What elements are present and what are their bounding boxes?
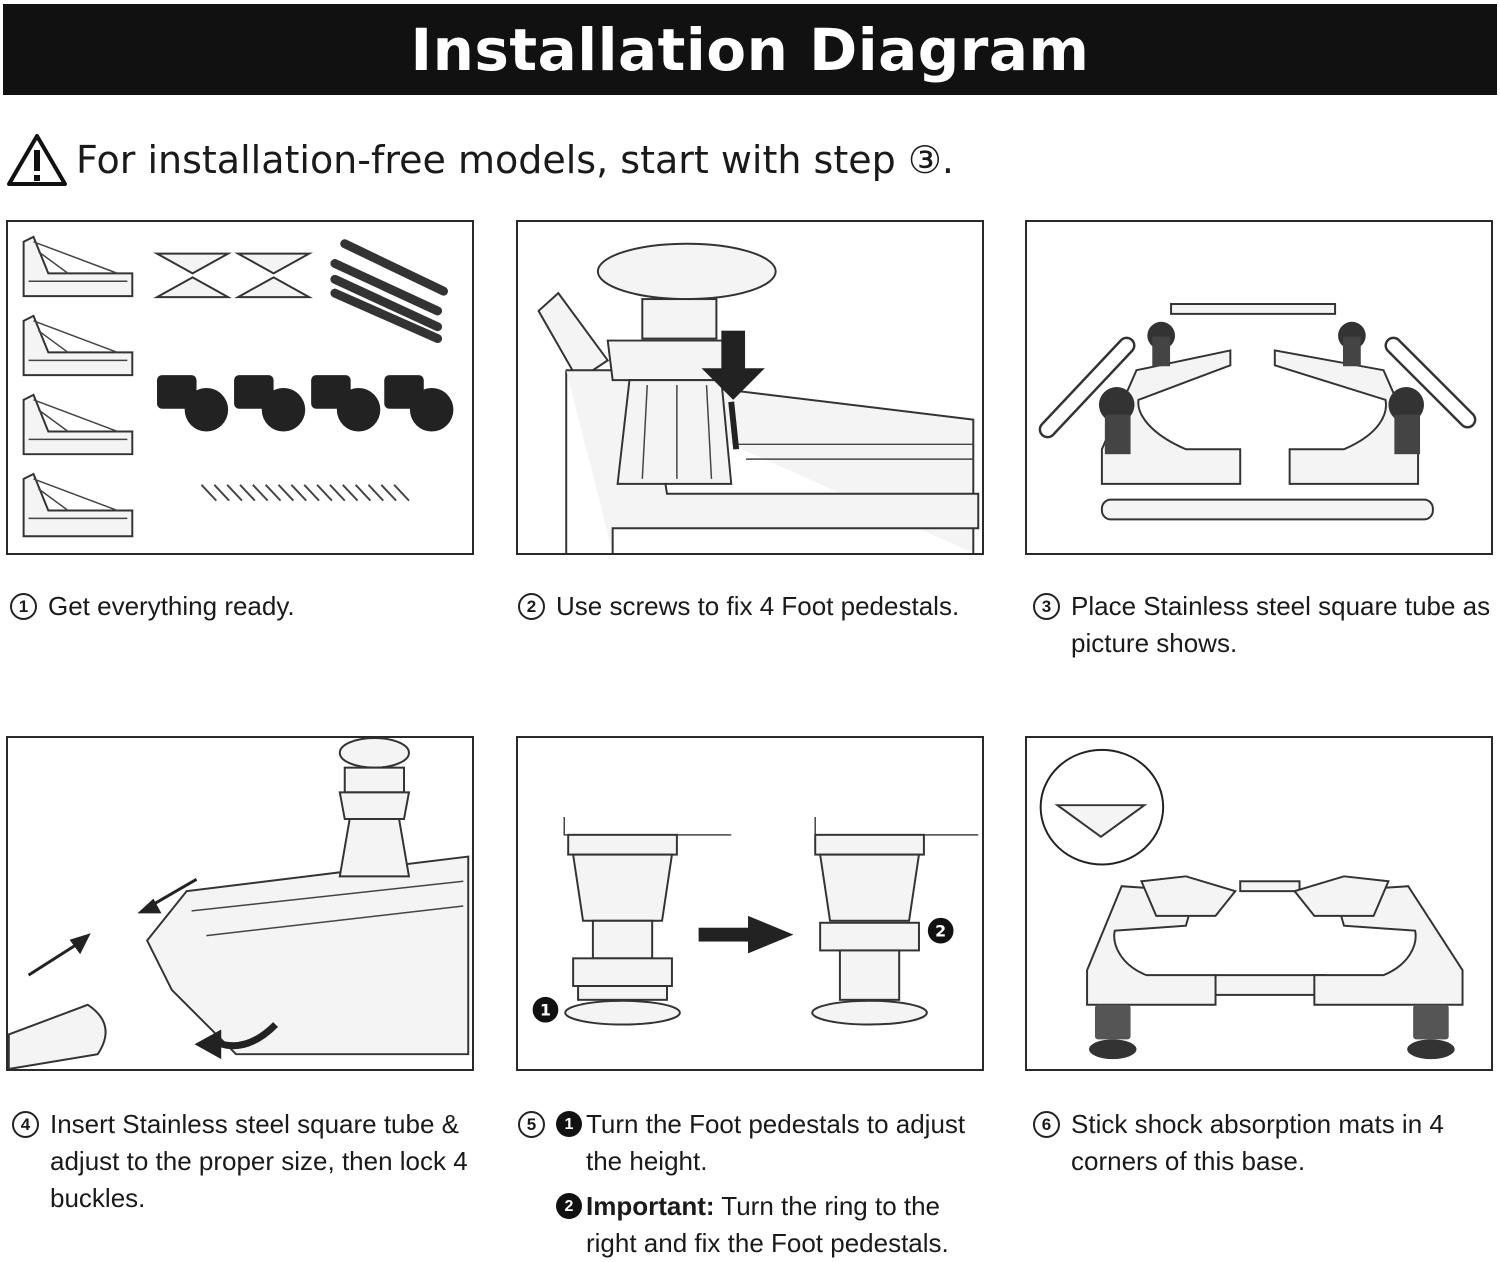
step-2-caption: 2 Use screws to fix 4 Foot pedestals. — [518, 588, 988, 625]
arrow-right-icon — [698, 915, 794, 954]
base-frame-icon — [145, 855, 470, 1056]
marker-2-icon: 2 — [927, 917, 954, 944]
steel-tube-icon — [1100, 498, 1434, 521]
step-1-image — [6, 220, 474, 555]
step-number: 4 — [12, 1111, 39, 1138]
step-5-image: 1 2 — [516, 736, 984, 1071]
header-banner: Installation Diagram — [3, 4, 1497, 95]
step-4-image — [6, 736, 474, 1071]
warning-icon — [7, 134, 67, 186]
screw-icon — [728, 401, 740, 450]
step-number: 6 — [1033, 1111, 1060, 1138]
step-text: Get everything ready. — [48, 591, 295, 621]
step-3-image — [1025, 220, 1493, 555]
screws-icon — [200, 484, 410, 502]
step-6-image — [1025, 736, 1493, 1071]
foot-pedestal-icon — [811, 833, 928, 1026]
arrow-icon — [27, 878, 198, 977]
marker-1-icon: 1 — [532, 996, 559, 1023]
page-title: Installation Diagram — [410, 15, 1090, 84]
sub-marker-1: 1 — [556, 1111, 582, 1137]
notice-text: For installation-free models, start with… — [76, 138, 954, 182]
step-text: Place Stainless steel square tube as pic… — [1071, 591, 1491, 658]
step-number: 2 — [518, 593, 545, 620]
height-adjust-illustration: 1 2 — [532, 817, 979, 1026]
parts-illustration — [22, 235, 454, 538]
step-sub-2-text: Turn the ring to the right and fix the F… — [586, 1191, 949, 1258]
screw-fix-illustration — [537, 242, 980, 553]
foot-bracket-icon — [1098, 321, 1242, 485]
step-important-label: Important: — [586, 1191, 715, 1221]
foot-pedestal-icon — [157, 375, 454, 432]
arrow-down-icon — [701, 330, 765, 400]
tube-placement-illustration — [1038, 303, 1477, 521]
step-6-caption: 6 Stick shock absorption mats in 4 corne… — [1033, 1106, 1493, 1180]
marker-2-label: 2 — [935, 922, 946, 941]
foot-pedestal-icon — [338, 738, 411, 878]
step-text: Use screws to fix 4 Foot pedestals. — [556, 591, 960, 621]
rotate-arrow-icon — [215, 1022, 279, 1050]
step-text: Stick shock absorption mats in 4 corners… — [1071, 1109, 1444, 1176]
sub-marker-2: 2 — [556, 1193, 582, 1219]
finished-base-illustration — [1039, 748, 1464, 1060]
step-number: 1 — [10, 593, 37, 620]
foot-bracket-icon — [22, 314, 134, 377]
foot-bracket-icon — [22, 393, 134, 456]
shock-mat-icon — [1054, 804, 1148, 839]
steel-tube-icon — [330, 239, 448, 344]
foot-pedestal-icon — [1089, 1004, 1455, 1060]
base-frame-icon — [1086, 875, 1464, 1006]
step-4-caption: 4 Insert Stainless steel square tube & a… — [12, 1106, 480, 1217]
step-number: 5 — [518, 1111, 545, 1138]
step-5-caption: 5 1 Turn the Foot pedestals to adjust th… — [518, 1106, 993, 1262]
step-2-image — [516, 220, 984, 555]
marker-1-label: 1 — [540, 1001, 551, 1020]
step-3-caption: 3 Place Stainless steel square tube as p… — [1033, 588, 1493, 662]
steel-tube-icon — [8, 1003, 107, 1069]
foot-pedestal-icon — [596, 242, 777, 485]
installation-notice: For installation-free models, start with… — [6, 130, 954, 190]
tube-end-icon — [537, 291, 610, 382]
shock-mat-icon — [153, 252, 313, 299]
step-text: Insert Stainless steel square tube & adj… — [50, 1109, 468, 1213]
foot-bracket-icon — [22, 472, 134, 538]
step-1-caption: 1 Get everything ready. — [10, 588, 470, 625]
step-number: 3 — [1033, 593, 1060, 620]
step-sub-1-text: Turn the Foot pedestals to adjust the he… — [586, 1109, 966, 1176]
tube-insert-illustration — [8, 738, 470, 1069]
foot-bracket-icon — [22, 235, 134, 298]
steel-tube-icon — [1170, 303, 1337, 315]
foot-bracket-icon — [1273, 321, 1425, 485]
foot-pedestal-icon — [564, 833, 681, 1026]
